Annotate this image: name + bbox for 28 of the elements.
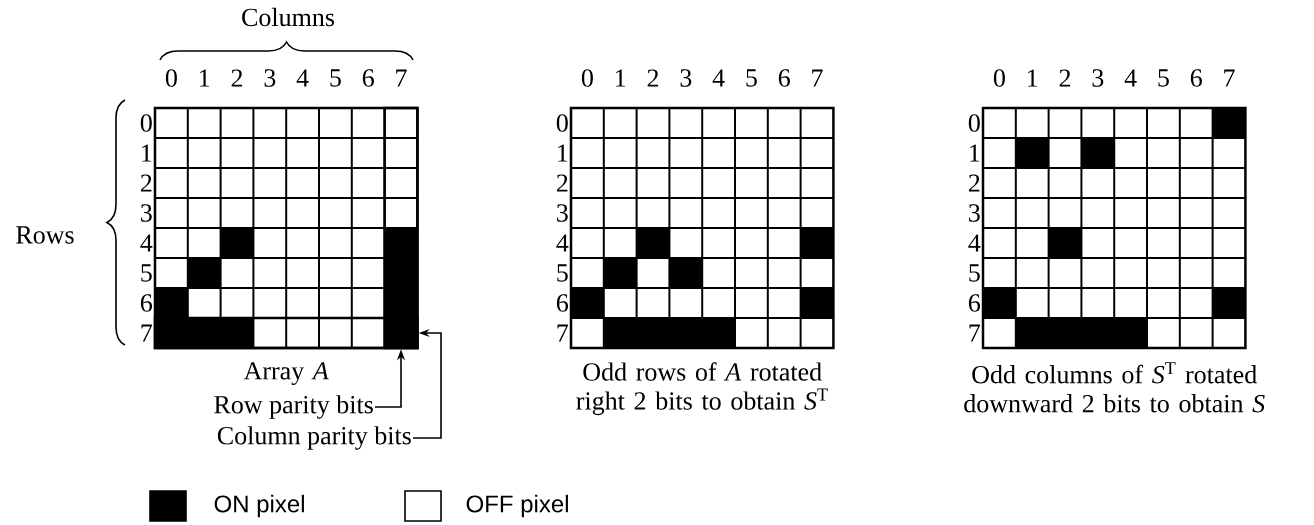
column-number: 1 (200, 69, 210, 87)
parity-bits-cells (383, 106, 419, 350)
row-number: 6 (140, 294, 153, 312)
grid-caption: Array A (243, 362, 329, 385)
column-number: 0 (165, 69, 177, 87)
grid-caption: Odd rows of A rotated right 2 bits to obtain S$^{T}$ (576, 362, 828, 416)
legend-label: ON pixel (214, 494, 304, 518)
column-number: 3 (264, 69, 276, 87)
leader-text: Row parity bits (214, 395, 373, 419)
row-number: 2 (140, 174, 152, 192)
grid-caption: Odd columns of S$^{T}$ rotated downward 2 bits to obtain S (964, 362, 1265, 413)
axis-title: Columns (242, 7, 334, 27)
column-number: 4 (296, 69, 309, 87)
pixel-grid (153, 106, 419, 350)
row-number: 3 (141, 204, 152, 222)
pixel-grid (981, 106, 1247, 350)
column-number: 6 (362, 69, 374, 87)
leader-text: Column parity bits (217, 426, 411, 450)
row-number: 4 (140, 234, 153, 252)
parity-bits-cells (153, 316, 419, 350)
axis-title: Rows (16, 226, 74, 244)
legend-label: OFF pixel (466, 494, 568, 518)
column-number: 5 (330, 69, 341, 87)
row-number: 0 (140, 114, 152, 132)
column-number: 2 (231, 69, 243, 87)
row-number: 5 (141, 264, 152, 282)
row-number: 1 (142, 144, 152, 162)
pixel-grid (569, 106, 835, 350)
